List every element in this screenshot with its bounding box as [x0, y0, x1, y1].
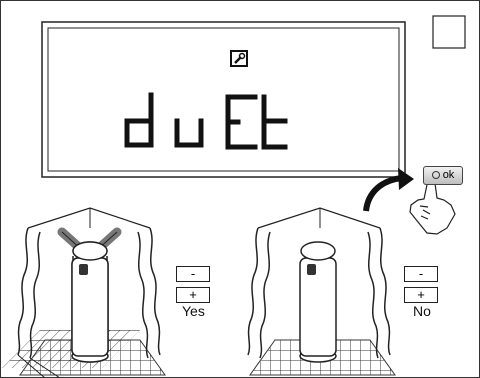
answer-no: No	[413, 303, 431, 319]
square-button[interactable]	[432, 15, 466, 49]
ok-button[interactable]: ok	[423, 166, 463, 185]
lcd-display	[47, 27, 400, 172]
ok-indicator-icon	[431, 171, 440, 180]
minus-button-right[interactable]: -	[404, 266, 438, 282]
display-text	[124, 92, 288, 150]
answer-yes: Yes	[182, 303, 205, 319]
left-room-scene	[2, 207, 166, 378]
ok-label: ok	[442, 169, 455, 181]
wrench-icon	[230, 50, 248, 67]
arrow-icon	[363, 168, 414, 212]
plus-button-right[interactable]: +	[404, 287, 438, 303]
hand-icon	[409, 174, 456, 235]
minus-button-left[interactable]: -	[176, 266, 210, 282]
plus-button-left[interactable]: +	[176, 287, 210, 303]
right-room-scene	[247, 207, 396, 376]
